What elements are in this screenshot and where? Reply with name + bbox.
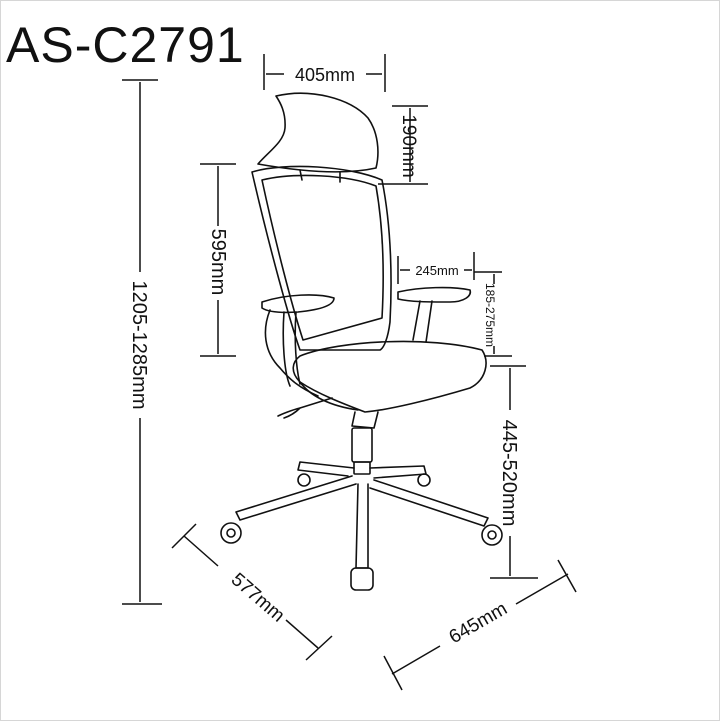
seat-mechanism xyxy=(351,411,379,429)
dim-line-base-width xyxy=(383,559,577,691)
dim-line-armrest-depth xyxy=(397,252,475,284)
tilt-lever xyxy=(277,397,333,419)
caster-back-right xyxy=(417,473,431,487)
model-title: AS-C2791 xyxy=(6,17,245,73)
headrest xyxy=(257,92,379,173)
caster-front xyxy=(350,567,374,591)
caster-left xyxy=(220,522,242,544)
left-armrest-pad xyxy=(261,294,335,314)
dim-line-overall-height xyxy=(122,79,162,605)
dim-line-headrest-width xyxy=(263,54,386,92)
cylinder-cover xyxy=(353,461,371,475)
label-seat-height: 445-520mm xyxy=(498,420,520,527)
left-armrest-post xyxy=(282,311,301,387)
base-leg-front-left xyxy=(235,475,357,521)
right-armrest-post xyxy=(412,300,433,343)
label-base-depth: 577mm xyxy=(227,569,289,626)
base-leg-front xyxy=(355,483,369,569)
gas-cylinder xyxy=(351,427,373,463)
label-armrest-height: 185-275mm xyxy=(483,283,497,347)
caster-right xyxy=(481,524,503,546)
base-leg-front-right xyxy=(369,479,489,527)
label-overall-height: 1205-1285mm xyxy=(128,281,150,410)
caster-back-left xyxy=(297,473,311,487)
dim-line-seat-height xyxy=(490,365,538,579)
base-leg-back-right xyxy=(369,465,427,479)
dim-line-headrest-height xyxy=(378,105,428,185)
label-back-height: 595mm xyxy=(207,229,229,296)
label-base-width: 645mm xyxy=(446,598,511,648)
seat-edge xyxy=(299,381,359,411)
base-leg-back-left xyxy=(297,461,355,477)
dim-line-base-depth xyxy=(171,523,333,661)
backrest-inner xyxy=(261,174,384,341)
backrest-outer xyxy=(251,165,392,351)
dim-line-back-height xyxy=(200,163,236,357)
label-armrest-depth: 245mm xyxy=(415,263,458,278)
label-headrest-height: 190mm xyxy=(398,114,419,177)
label-headrest-width: 405mm xyxy=(295,65,355,85)
dim-line-armrest-height xyxy=(474,271,512,357)
chair-illustration xyxy=(220,92,503,591)
right-armrest-pad xyxy=(397,286,472,303)
back-frame xyxy=(264,309,319,397)
